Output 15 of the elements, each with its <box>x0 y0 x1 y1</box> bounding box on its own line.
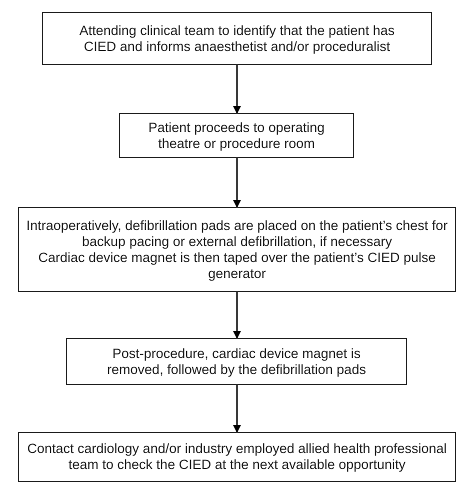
arrow <box>233 158 241 208</box>
step-text: Post-procedure, cardiac device magnet is removed, followed by the defibrillation pads <box>106 346 367 378</box>
arrow <box>233 385 241 433</box>
step-text: Attending clinical team to identify that the patient has CIED and informs anaesthetist and/or proceduralist <box>78 22 396 54</box>
process-box <box>18 207 456 292</box>
process-box <box>18 432 456 482</box>
step-text: Contact cardiology and/or industry employed allied health professional team to check the CIED at the next available opportunity <box>26 441 448 473</box>
arrow <box>233 292 241 339</box>
process-box <box>119 113 354 158</box>
process-box <box>66 338 407 385</box>
arrow <box>233 65 241 114</box>
step-text: Intraoperatively, defibrillation pads are placed on the patient’s chest for backup pacing or external defibrillation, if necessary <box>25 218 449 250</box>
step-text: Patient proceeds to operating theatre or procedure room <box>147 120 326 152</box>
process-box <box>42 12 432 65</box>
step-text: Cardiac device magnet is then taped over the patient’s CIED pulse generator <box>37 250 437 282</box>
